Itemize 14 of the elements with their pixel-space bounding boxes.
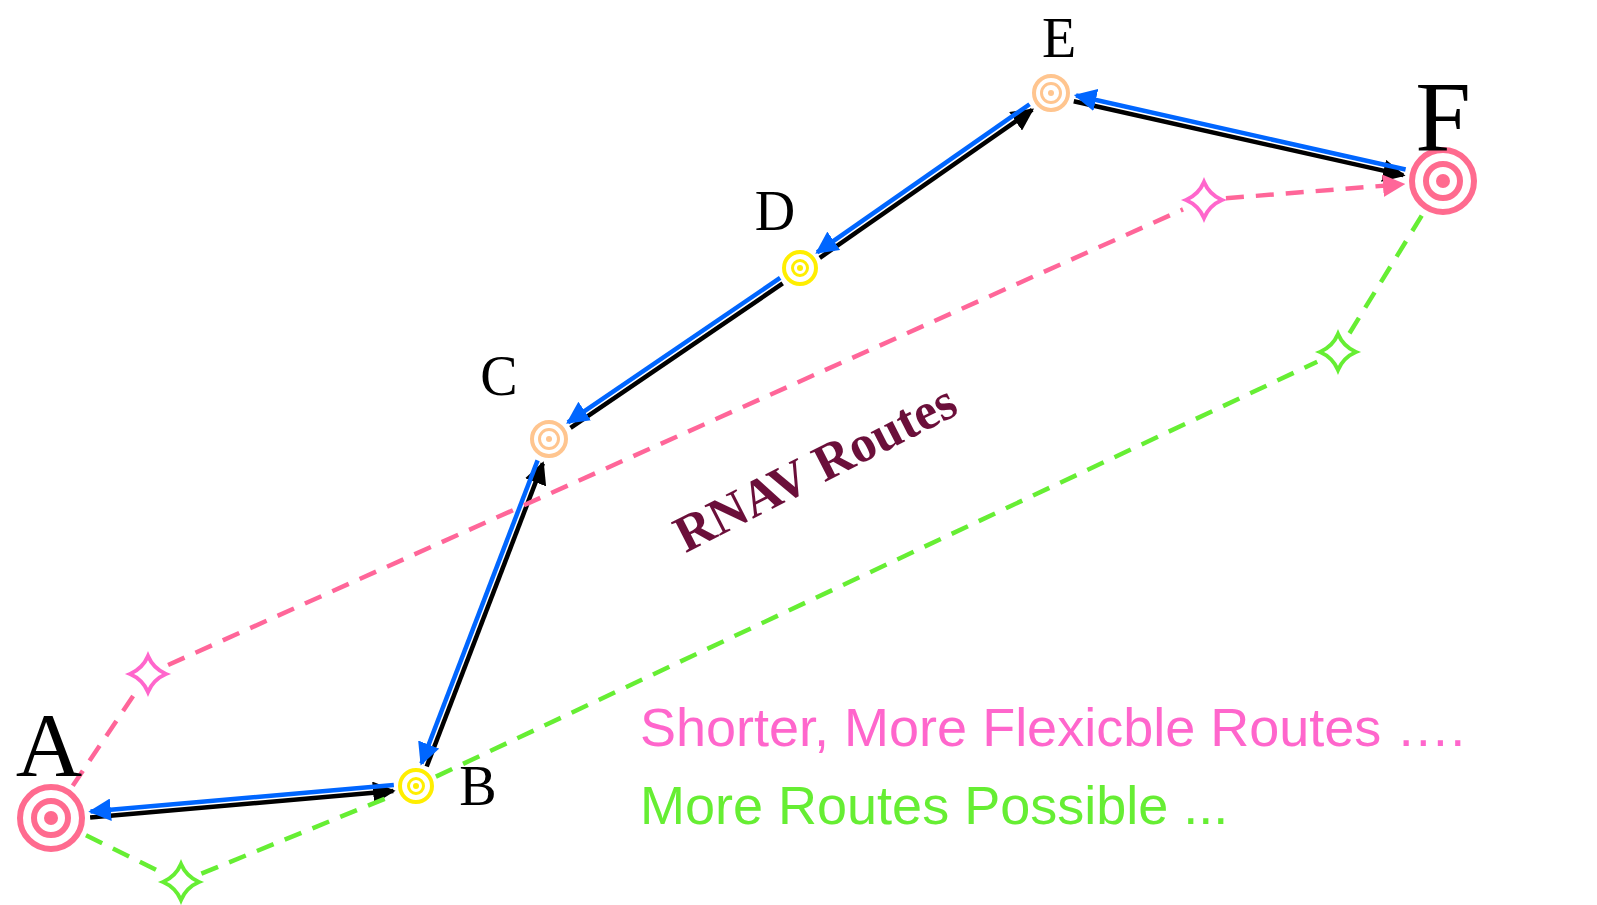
waypoint-letter: A bbox=[14, 699, 84, 791]
waypoint-letter: F bbox=[1414, 67, 1472, 167]
waypoint-letter: B bbox=[458, 758, 498, 814]
note-text: Shorter, More Flexicble Routes …. bbox=[640, 700, 1466, 754]
note-text: More Routes Possible ... bbox=[640, 778, 1229, 832]
dashed-route-line bbox=[1225, 174, 1406, 201]
dashed-route-line bbox=[434, 359, 1319, 779]
waypoint-letter: E bbox=[1040, 10, 1078, 66]
route-arrow bbox=[1073, 89, 1407, 172]
dashed-route-line bbox=[1347, 213, 1424, 335]
dashed-route-line bbox=[167, 207, 1184, 668]
route-arrow bbox=[1073, 99, 1406, 182]
waypoint-letter: D bbox=[754, 183, 796, 239]
waypoint-letter: C bbox=[479, 348, 519, 404]
